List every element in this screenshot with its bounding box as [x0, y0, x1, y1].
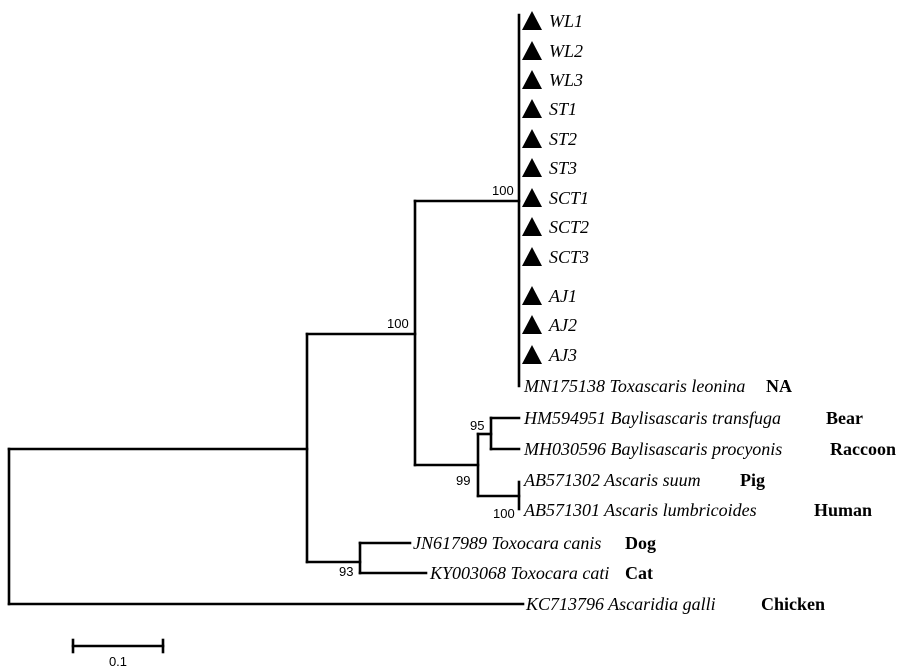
triangle-marker-icon — [522, 217, 542, 236]
sample-leaves: WL1 WL2 WL3 ST1 ST2 ST3 SCT1 SCT2 SCT3 A… — [522, 11, 589, 365]
triangle-marker-icon — [522, 99, 542, 118]
triangle-marker-icon — [522, 158, 542, 177]
triangle-marker-icon — [522, 286, 542, 305]
triangle-marker-icon — [522, 129, 542, 148]
bootstrap-values: 100 100 95 99 100 93 — [339, 183, 515, 579]
host-label: NA — [766, 376, 792, 396]
leaf-label: WL2 — [549, 41, 583, 61]
leaf-label: ST1 — [549, 99, 577, 119]
leaf-label: WL1 — [549, 11, 583, 31]
reference-label: MN175138 Toxascaris leonina — [523, 376, 745, 396]
triangle-marker-icon — [522, 315, 542, 334]
host-label: Bear — [826, 408, 863, 428]
reference-label: JN617989 Toxocara canis — [413, 533, 601, 553]
host-label: Cat — [625, 563, 653, 583]
tree-branches — [7, 13, 525, 606]
triangle-marker-icon — [522, 247, 542, 266]
leaf-label: ST2 — [549, 129, 577, 149]
triangle-marker-icon — [522, 345, 542, 364]
reference-label: KY003068 Toxocara cati — [429, 563, 609, 583]
leaf-label: SCT1 — [549, 188, 589, 208]
triangle-marker-icon — [522, 188, 542, 207]
leaf-label: SCT3 — [549, 247, 589, 267]
bootstrap-toxascaris: 100 — [492, 183, 514, 198]
leaf-label: AJ2 — [548, 315, 577, 335]
leaf-label: ST3 — [549, 158, 577, 178]
triangle-marker-icon — [522, 11, 542, 30]
host-label: Raccoon — [830, 439, 896, 459]
reference-label: MH030596 Baylisascaris procyonis — [523, 439, 782, 459]
bootstrap-ascaridae: 99 — [456, 473, 470, 488]
scale-bar: 0.1 — [71, 638, 165, 669]
reference-label: HM594951 Baylisascaris transfuga — [523, 408, 781, 428]
leaf-label: SCT2 — [549, 217, 589, 237]
scale-bar-label: 0.1 — [109, 654, 127, 669]
host-label: Chicken — [761, 594, 825, 614]
triangle-marker-icon — [522, 41, 542, 60]
bootstrap-toxascaris-ascaridae: 100 — [387, 316, 409, 331]
leaf-label: AJ1 — [548, 286, 577, 306]
reference-label: KC713796 Ascaridia galli — [525, 594, 716, 614]
leaf-label: WL3 — [549, 70, 583, 90]
host-label: Human — [814, 500, 872, 520]
host-label: Dog — [625, 533, 656, 553]
reference-label: AB571301 Ascaris lumbricoides — [523, 500, 757, 520]
reference-leaves: MN175138 Toxascaris leonina NA HM594951 … — [413, 376, 896, 614]
triangle-marker-icon — [522, 70, 542, 89]
bootstrap-toxocara: 93 — [339, 564, 353, 579]
leaf-label: AJ3 — [548, 345, 577, 365]
host-label: Pig — [740, 470, 765, 490]
bootstrap-baylisascaris: 95 — [470, 418, 484, 433]
reference-label: AB571302 Ascaris suum — [523, 470, 701, 490]
bootstrap-ascaris: 100 — [493, 506, 515, 521]
